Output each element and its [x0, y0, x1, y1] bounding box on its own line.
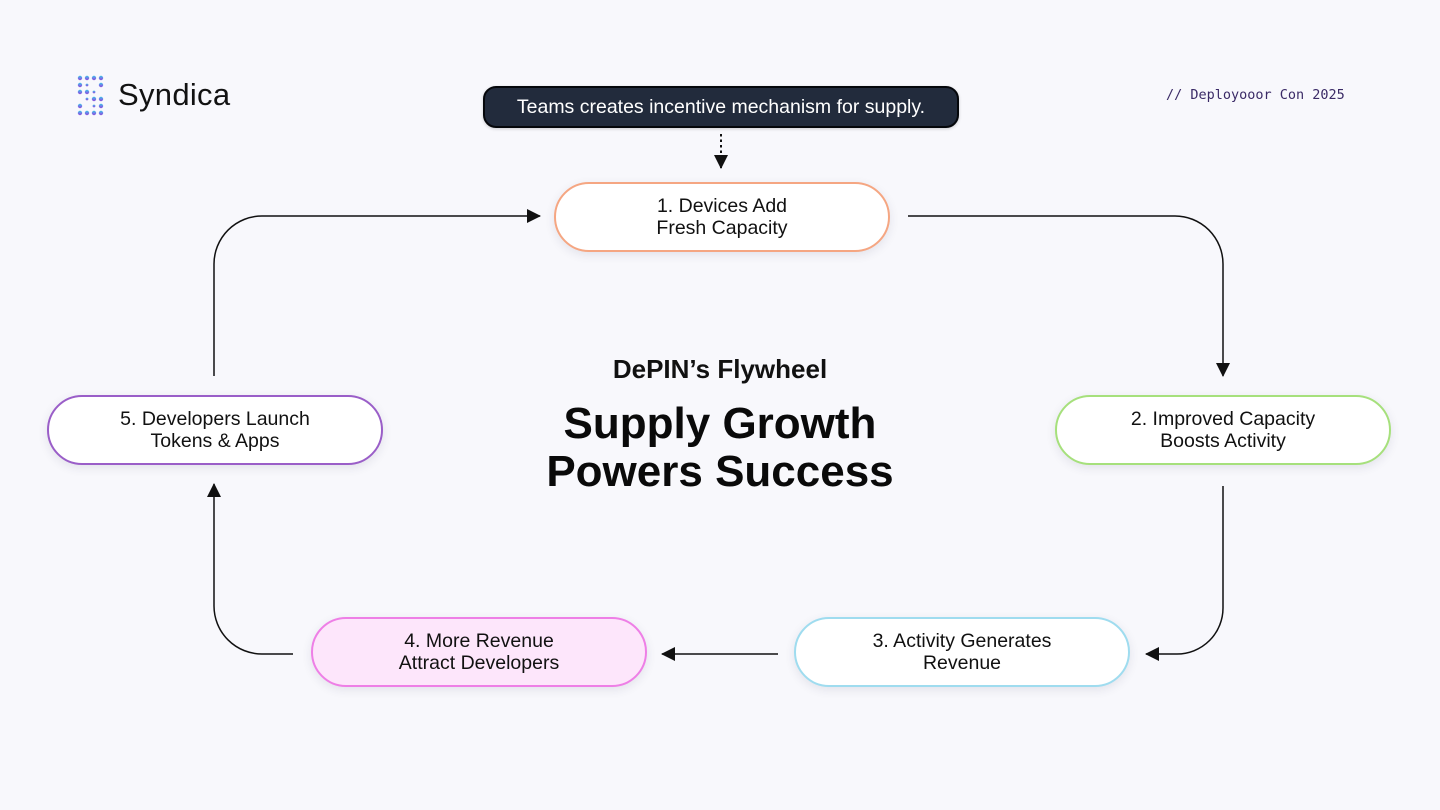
node-label: 1. Devices Add Fresh Capacity	[656, 195, 788, 239]
brand-name: Syndica	[118, 77, 231, 112]
syndica-logo-icon	[77, 75, 104, 116]
node-4-to-node-5-arrow	[207, 483, 293, 655]
flywheel-title-text: Supply Growth Powers Success	[546, 399, 894, 496]
flywheel-title: Supply Growth Powers Success	[470, 400, 970, 496]
flywheel-eyebrow: DePIN’s Flywheel	[612, 354, 828, 384]
node-label: 2. Improved Capacity Boosts Activity	[1130, 408, 1316, 452]
node-label: 4. More Revenue Attract Developers	[398, 630, 560, 674]
node-developers-launch: 5. Developers Launch Tokens & Apps	[47, 395, 383, 465]
node-improved-capacity: 2. Improved Capacity Boosts Activity	[1055, 395, 1391, 465]
node-more-revenue: 4. More Revenue Attract Developers	[311, 617, 647, 687]
node-2-to-node-3-arrow	[1145, 486, 1224, 661]
node-5-to-node-1-arrow	[213, 209, 541, 376]
node-label: 3. Activity Generates Revenue	[872, 630, 1052, 674]
node-1-to-node-2-arrow	[908, 215, 1230, 377]
node-label: 5. Developers Launch Tokens & Apps	[120, 408, 310, 452]
supply-incentive-callout: Teams creates incentive mechanism for su…	[483, 86, 959, 128]
brand-logo[interactable]: Syndica	[76, 74, 230, 116]
node-activity-generates-revenue: 3. Activity Generates Revenue	[794, 617, 1130, 687]
event-tag: // Deployooor Con 2025	[1166, 87, 1345, 103]
node-devices-add-capacity: 1. Devices Add Fresh Capacity	[554, 182, 890, 252]
